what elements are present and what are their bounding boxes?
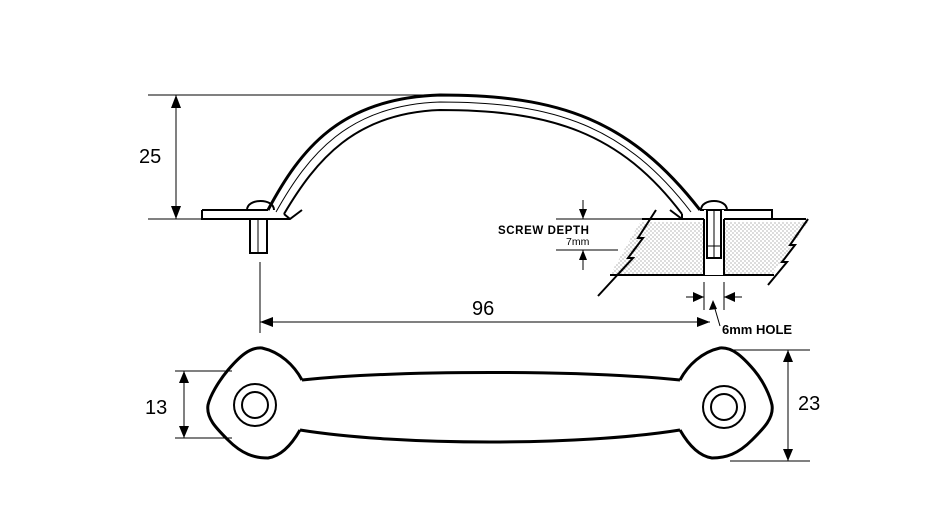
right-stud-dome (700, 200, 728, 211)
right-end-plate (678, 346, 774, 460)
center-distance-label: 96 (472, 298, 494, 320)
bar-bottom-edge (299, 428, 681, 444)
top-view: 13 23 (145, 346, 820, 462)
mounting-section: SCREW DEPTH 7mm 6mm HOLE (498, 200, 809, 337)
left-stud-dome (246, 200, 275, 211)
end-width-label: 23 (798, 393, 820, 415)
foot-width-label: 13 (145, 397, 167, 419)
arrow-up-icon (171, 95, 181, 108)
arrow-down-icon (179, 426, 189, 438)
arrow-down-icon (579, 209, 587, 219)
right-screw-hole (702, 385, 746, 429)
screw-depth-label: SCREW DEPTH (498, 225, 590, 237)
handle-arch-inner (283, 108, 683, 215)
left-end-plate (206, 346, 304, 460)
hole-label: 6mm HOLE (722, 322, 792, 337)
arrow-right-icon (697, 317, 710, 327)
screw-depth-value: 7mm (566, 236, 590, 248)
right-screw-hole-inner (710, 393, 738, 421)
bar-top-edge (301, 371, 681, 382)
arrow-left-icon (260, 317, 273, 327)
center-distance-dimension: 96 (259, 262, 710, 333)
left-screw-hole-inner (241, 391, 269, 419)
arrow-right-icon (693, 292, 704, 302)
leader-arrow-icon (709, 300, 717, 310)
height-label: 25 (139, 146, 161, 168)
arrow-left-icon (724, 292, 735, 302)
handle-arch-outer (266, 93, 702, 211)
arrow-up-icon (179, 371, 189, 383)
handle-arch-highlight (275, 101, 692, 213)
break-line-left (597, 209, 657, 297)
arrow-down-icon (783, 449, 793, 461)
arrow-down-icon (171, 206, 181, 219)
left-foot-plate (201, 209, 303, 220)
arrow-up-icon (579, 250, 587, 260)
left-screw-hole (233, 383, 277, 427)
arrow-up-icon (783, 350, 793, 362)
break-line-right (767, 218, 809, 286)
